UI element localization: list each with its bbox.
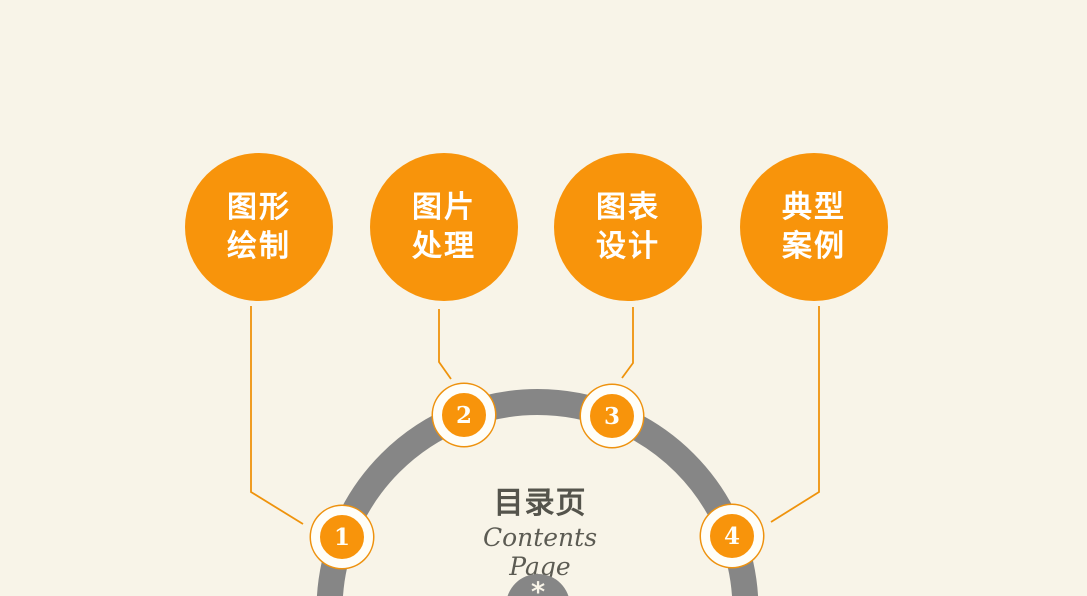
connector-line-1	[250, 306, 304, 525]
topic-label-line: 图片	[412, 190, 476, 225]
topic-circle-3[interactable]: 图表 设计	[554, 153, 702, 301]
badge-number: 2	[455, 401, 472, 429]
badge-number: 1	[333, 523, 350, 551]
asterisk-symbol: *	[530, 577, 546, 596]
topic-circle-1[interactable]: 图形 绘制	[185, 153, 333, 301]
connector-line-3	[621, 307, 634, 379]
number-badge-3[interactable]: 3	[581, 385, 643, 447]
connector-line-4	[770, 306, 820, 523]
arc-ring	[316, 389, 759, 596]
connector-line-2	[438, 309, 452, 380]
topic-circle-4[interactable]: 典型 案例	[740, 153, 888, 301]
topic-label-line: 处理	[412, 229, 476, 264]
footnote-circle: *	[506, 574, 570, 596]
topic-label-line: 图表	[596, 190, 660, 225]
topic-label-line: 设计	[596, 229, 660, 264]
number-badge-2[interactable]: 2	[433, 384, 495, 446]
topic-label-line: 典型	[782, 190, 846, 225]
number-badge-1[interactable]: 1	[311, 506, 373, 568]
page-subtitle-line1: Contents	[482, 523, 598, 552]
topic-label-line: 案例	[782, 229, 846, 264]
center-text-block: 目录页 Contents Page	[440, 486, 640, 580]
topic-label-line: 图形	[227, 190, 291, 225]
badge-number: 3	[603, 402, 620, 430]
topic-label-line: 绘制	[227, 229, 291, 264]
topic-circle-2[interactable]: 图片 处理	[370, 153, 518, 301]
number-badge-4[interactable]: 4	[701, 505, 763, 567]
page-title: 目录页	[493, 486, 587, 521]
badge-number: 4	[723, 522, 740, 550]
